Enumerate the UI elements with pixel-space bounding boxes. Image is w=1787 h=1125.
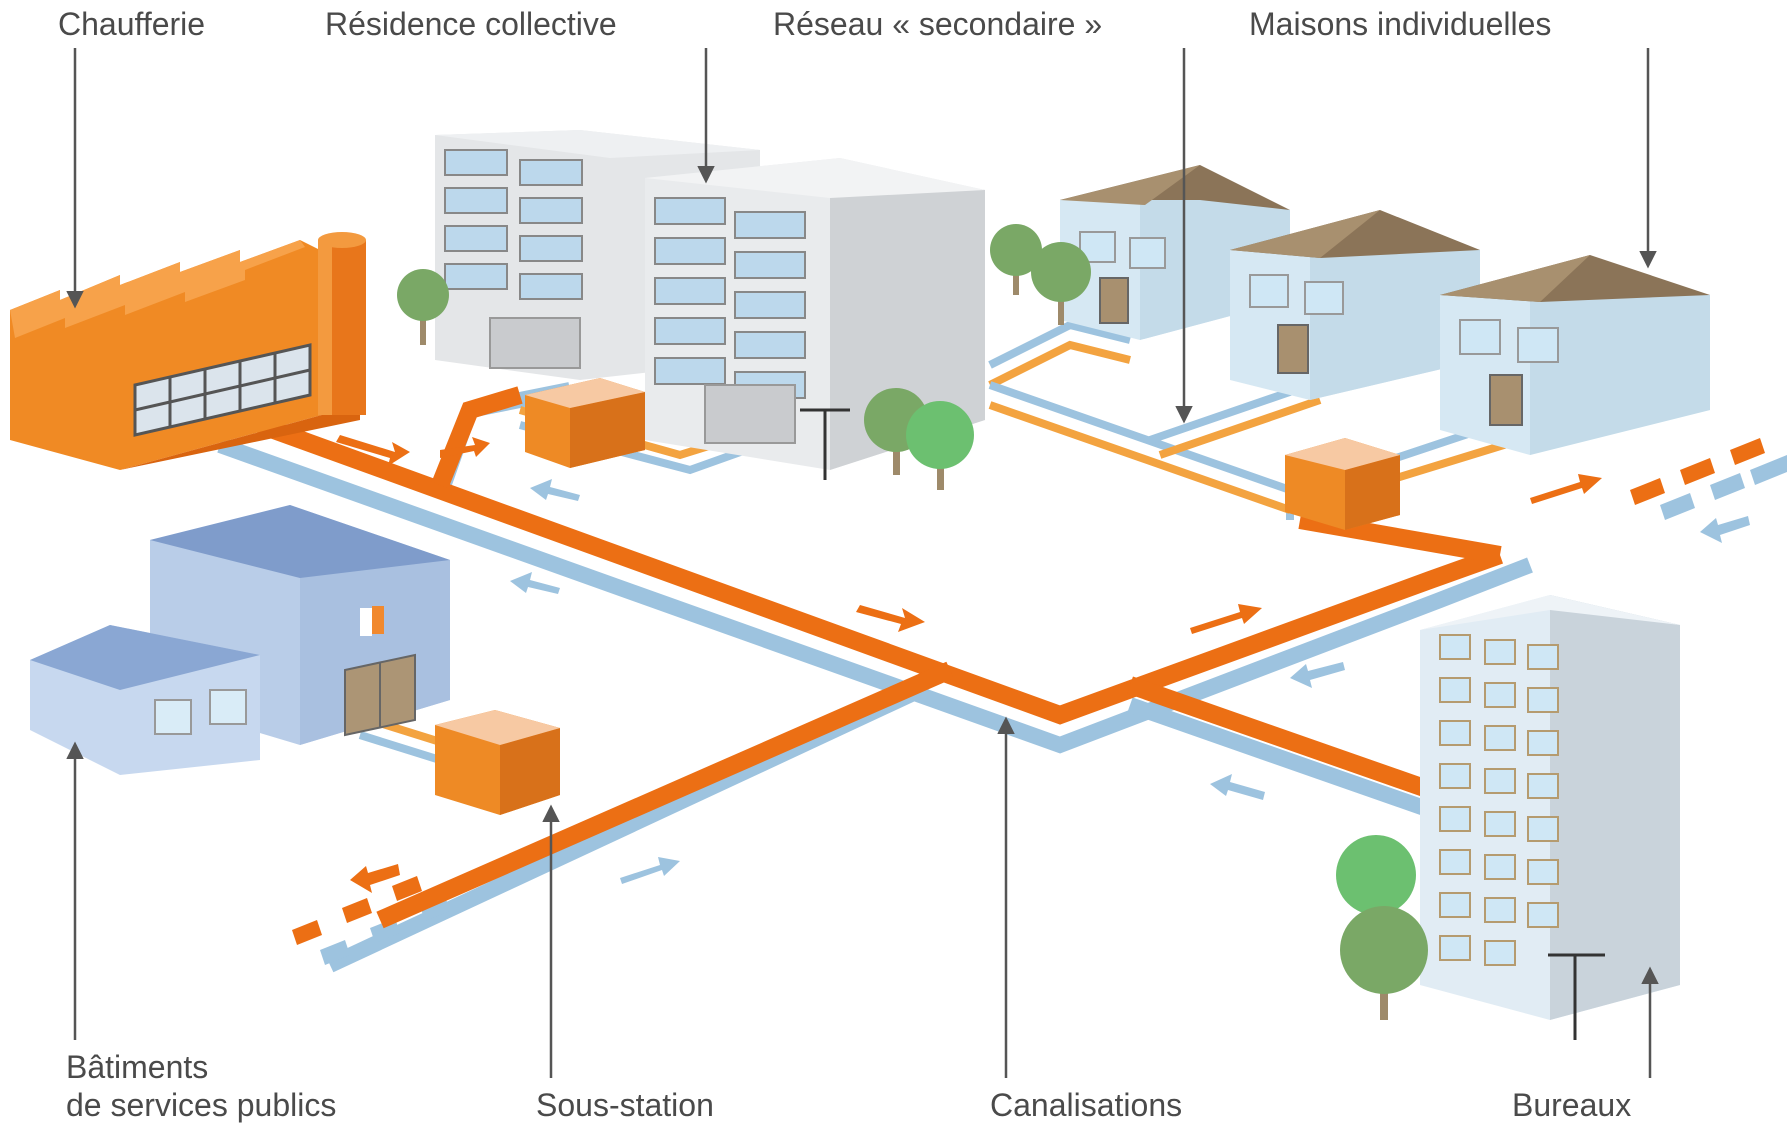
flow-arrow-cold xyxy=(1290,662,1345,688)
flow-arrow-hot xyxy=(350,864,400,893)
label-sous-station: Sous-station xyxy=(536,1087,714,1123)
flow-arrow-hot xyxy=(1530,474,1602,504)
trees xyxy=(397,224,1428,1020)
flow-arrow-hot xyxy=(1190,604,1262,634)
hot-pipe-dashes xyxy=(292,438,1765,945)
flow-arrow-cold xyxy=(1210,774,1265,800)
tree xyxy=(990,224,1042,295)
tree xyxy=(397,269,449,345)
label-batiments-line2: de services publics xyxy=(66,1087,336,1123)
flow-arrow-cold xyxy=(1700,516,1750,543)
flow-arrow-hot xyxy=(856,605,925,632)
flow-arrow-hot xyxy=(336,435,410,466)
chaufferie-factory xyxy=(10,232,366,470)
label-canalisations: Canalisations xyxy=(990,1087,1182,1123)
label-bureaux: Bureaux xyxy=(1512,1087,1631,1123)
batiments-services-publics xyxy=(30,505,450,775)
flow-arrows xyxy=(336,435,1750,893)
tree xyxy=(906,401,974,490)
bureaux-building xyxy=(1420,595,1680,1040)
label-residence-collective: Résidence collective xyxy=(325,6,617,42)
house xyxy=(1440,255,1710,455)
flow-arrow-cold xyxy=(620,857,680,884)
substation-cube xyxy=(1285,438,1400,530)
maisons-individuelles xyxy=(1060,165,1710,455)
house xyxy=(1230,210,1480,400)
flow-arrow-cold xyxy=(510,572,560,594)
label-chaufferie: Chaufferie xyxy=(58,6,205,42)
label-reseau-secondaire: Réseau « secondaire » xyxy=(773,6,1102,42)
flow-arrow-cold xyxy=(530,479,580,501)
main-pipe-network xyxy=(217,382,1787,973)
sous-stations xyxy=(435,378,1400,815)
substation-cube xyxy=(525,378,645,468)
tree xyxy=(1031,242,1091,325)
labels: Chaufferie Résidence collective Réseau «… xyxy=(58,6,1631,1123)
substation-cube xyxy=(435,710,560,815)
callout-lines xyxy=(66,48,1659,1078)
tree xyxy=(1340,906,1428,1020)
hot-supply-pipes xyxy=(256,386,1504,929)
flow-arrow-hot xyxy=(440,437,490,458)
label-batiments-line1: Bâtiments xyxy=(66,1049,208,1085)
residence-collective xyxy=(435,130,985,480)
label-maisons-individuelles: Maisons individuelles xyxy=(1249,6,1551,42)
